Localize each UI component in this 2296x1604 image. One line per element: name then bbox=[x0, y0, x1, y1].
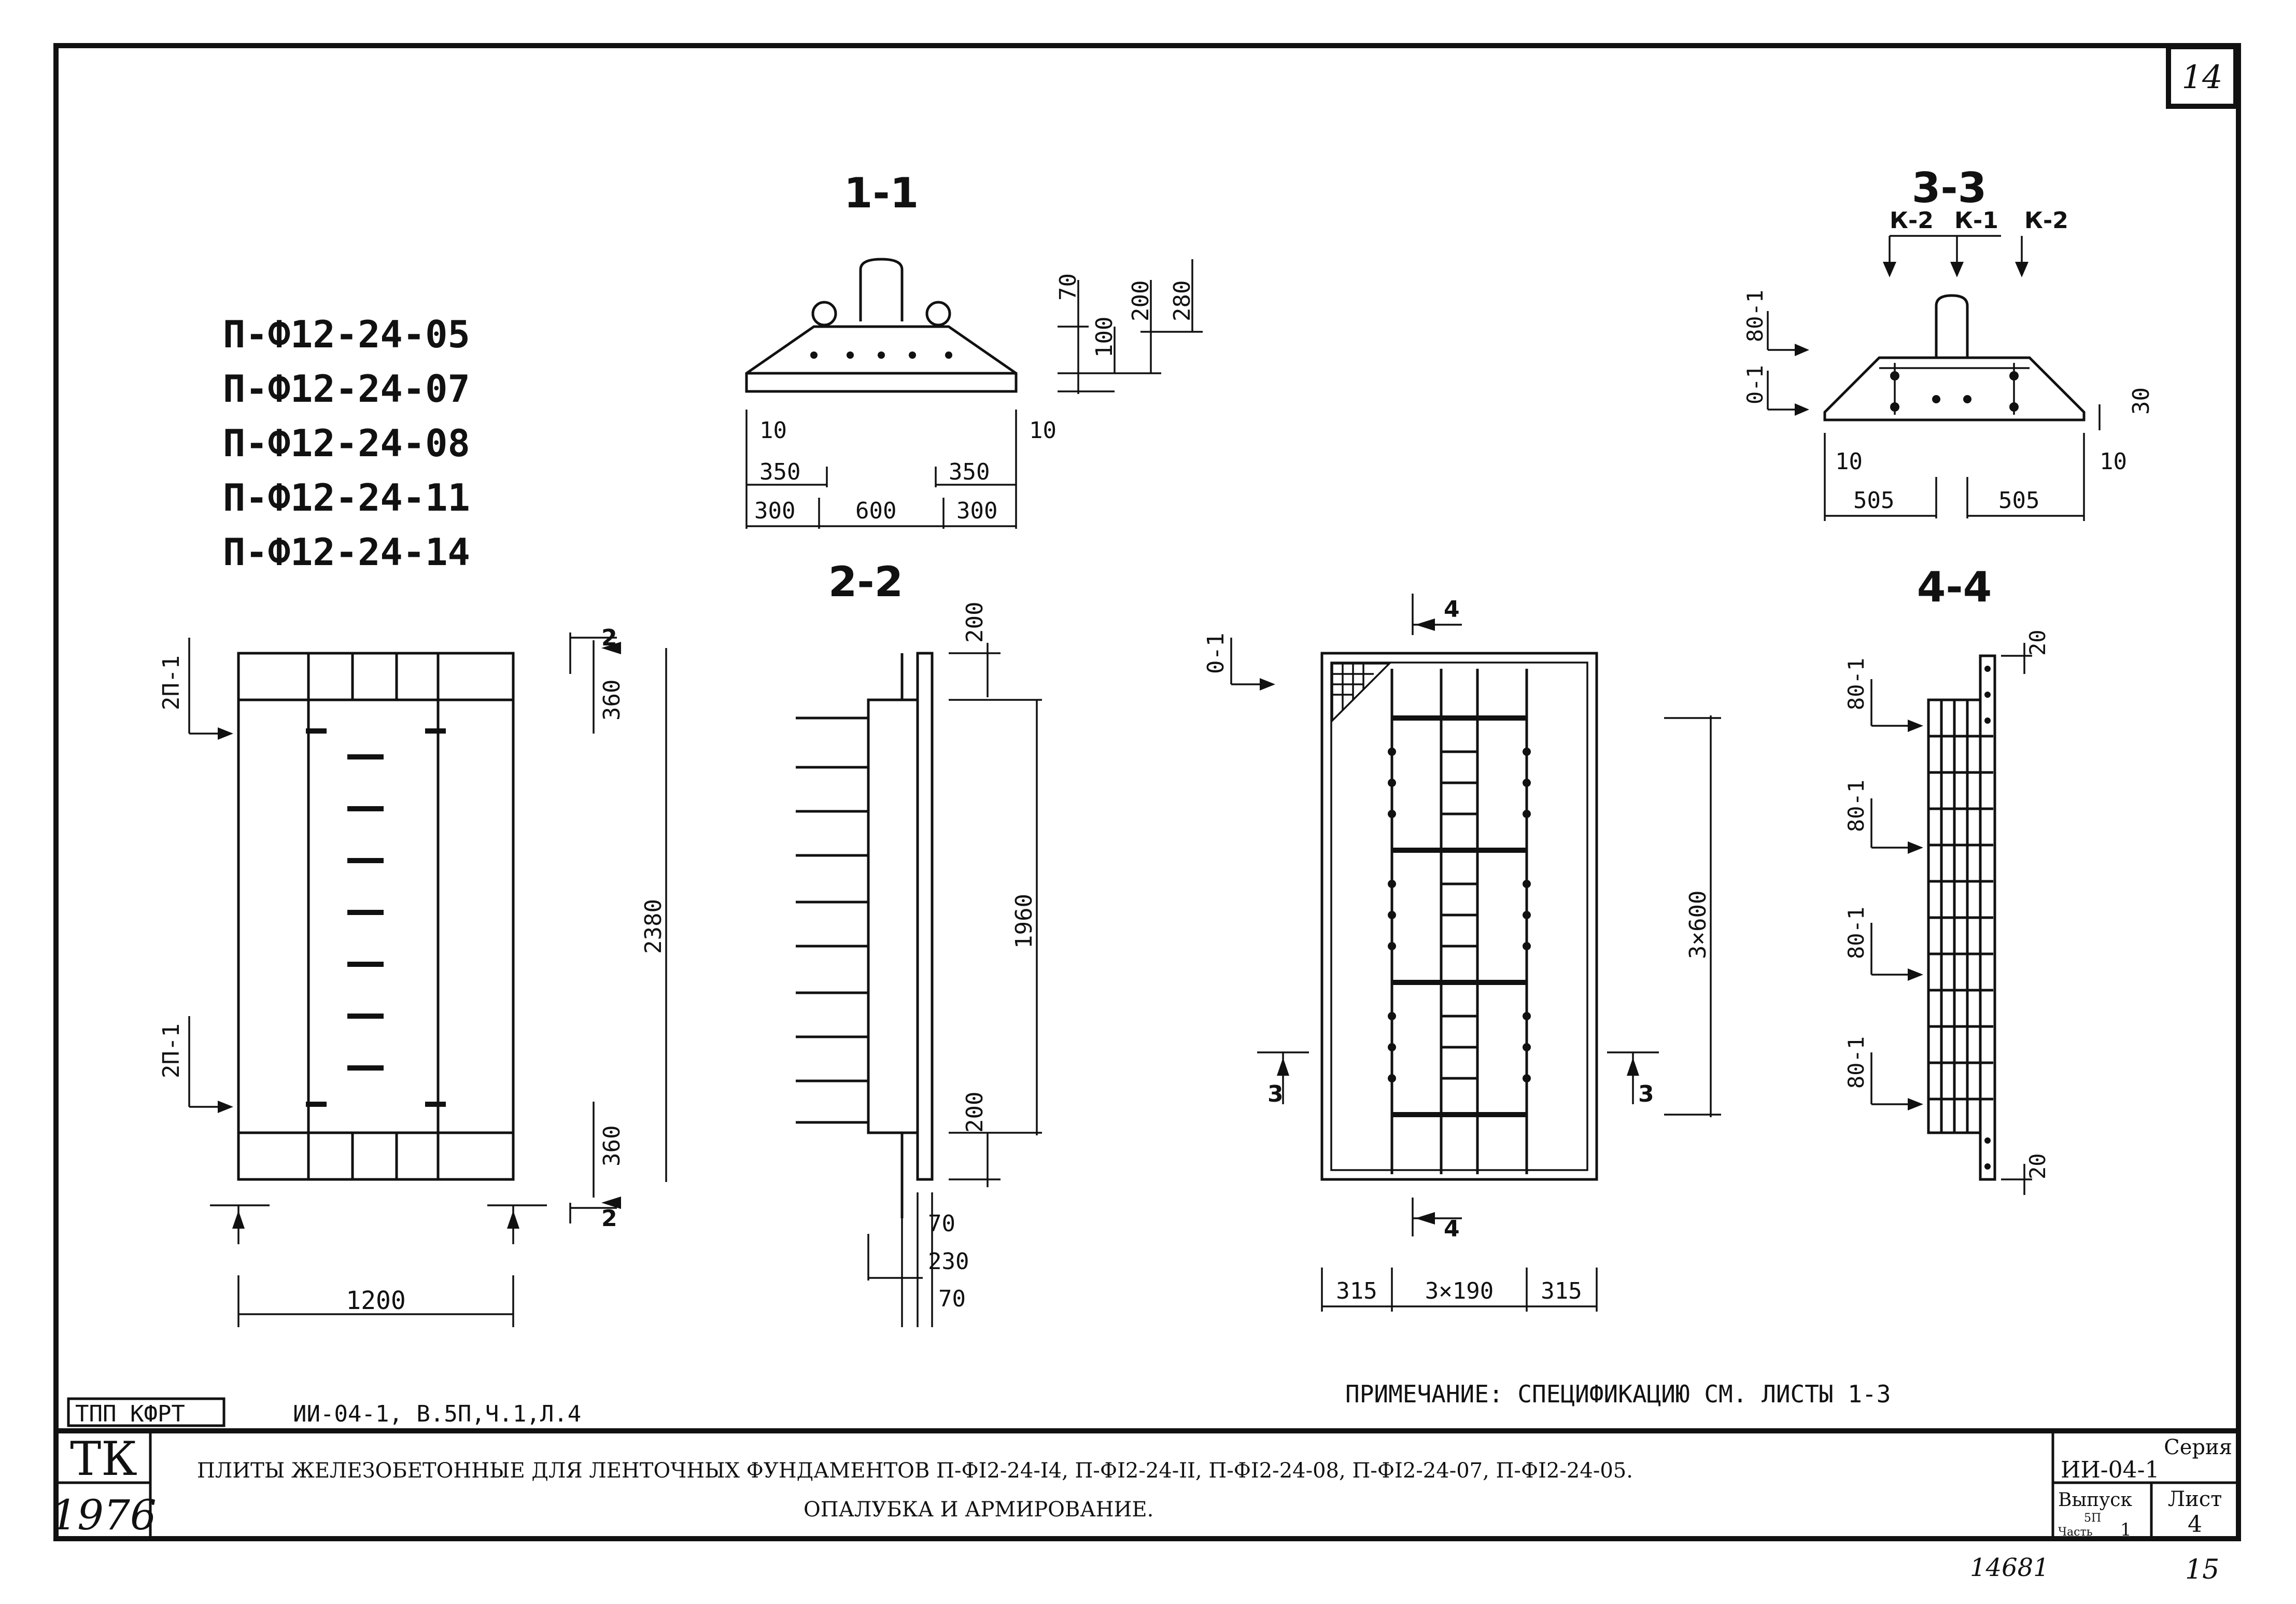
mark-label: 2П-1 bbox=[158, 1023, 185, 1078]
dimension-label: 230 bbox=[928, 1248, 969, 1275]
reinforcement-plan: 0-1 4 4 3 3 3×600 bbox=[1203, 594, 1721, 1312]
cut-label: 2 bbox=[601, 625, 617, 651]
section-title: 2-2 bbox=[828, 558, 904, 606]
mark-label: 80-1 bbox=[1843, 658, 1869, 710]
cut-label: 3 bbox=[1638, 1081, 1654, 1107]
dimension-label: 10 bbox=[1835, 448, 1863, 475]
mark-label: 80-1 bbox=[1843, 1036, 1869, 1089]
dimension-label: 20 bbox=[2025, 1153, 2050, 1179]
section-title: 1-1 bbox=[844, 169, 919, 217]
dimension-label: 30 bbox=[2128, 387, 2154, 415]
issue-label: Выпуск bbox=[2058, 1489, 2132, 1511]
dimension-label: 360 bbox=[599, 1125, 625, 1166]
title-line-2: ОПАЛУБКА И АРМИРОВАНИЕ. bbox=[804, 1498, 1153, 1522]
marker-label: К-2 bbox=[2024, 207, 2068, 234]
dimension-label: 100 bbox=[1091, 317, 1118, 358]
product-code: П-Ф12-24-05 bbox=[223, 313, 470, 356]
year: 1976 bbox=[51, 1491, 157, 1539]
product-code: П-Ф12-24-14 bbox=[223, 530, 470, 574]
product-code: П-Ф12-24-08 bbox=[223, 421, 470, 465]
dimension-label: 10 bbox=[1029, 417, 1057, 444]
dimension-label: 10 bbox=[2100, 448, 2127, 475]
dimension-label: 200 bbox=[962, 602, 988, 643]
cut-label: 2 bbox=[601, 1205, 617, 1232]
marker-label: К-1 bbox=[1954, 207, 1998, 234]
sheet-number: 14 bbox=[2182, 58, 2223, 96]
series-label: Серия bbox=[2164, 1436, 2232, 1459]
dimension-label: 505 bbox=[1853, 487, 1894, 514]
dimension-label: 10 bbox=[759, 417, 787, 444]
cut-label: 3 bbox=[1267, 1081, 1284, 1107]
dimension-label: 70 bbox=[1055, 273, 1081, 301]
note: ПРИМЕЧАНИЕ: СПЕЦИФИКАЦИЮ СМ. ЛИСТЫ 1-3 bbox=[1345, 1380, 1891, 1408]
org: ТК bbox=[70, 1432, 137, 1486]
dimension-label: 1960 bbox=[1011, 894, 1037, 949]
stamp-ref: ИИ-04-1, В.5П,Ч.1,Л.4 bbox=[293, 1401, 581, 1427]
product-code: П-Ф12-24-11 bbox=[223, 476, 470, 519]
mark-label: 2П-1 bbox=[158, 655, 185, 710]
dimension-label: 20 bbox=[2025, 629, 2050, 656]
inventory-number: 14681 bbox=[1970, 1553, 2049, 1582]
sheet-value: 4 bbox=[2188, 1511, 2202, 1538]
dimension-label: 70 bbox=[938, 1286, 966, 1312]
product-code: П-Ф12-24-07 bbox=[223, 367, 470, 411]
dimension-label: 300 bbox=[956, 498, 997, 524]
dimension-label: 3×190 bbox=[1425, 1278, 1494, 1304]
dimension-label: 350 bbox=[949, 459, 990, 485]
sheet-number-box bbox=[2166, 44, 2238, 109]
dimension-label: 200 bbox=[962, 1092, 988, 1133]
part-value: 1 bbox=[2120, 1519, 2132, 1540]
sheet-frame bbox=[53, 43, 2241, 1541]
plan-view: 2П-1 2П-1 2 2 360 2380 360 bbox=[158, 625, 667, 1327]
dimension-label: 70 bbox=[928, 1211, 955, 1237]
mark-label: 0-1 bbox=[1742, 365, 1768, 404]
dimension-label: 280 bbox=[1169, 280, 1195, 321]
dimension-label: 200 bbox=[1128, 280, 1154, 321]
mark-label: 80-1 bbox=[1843, 907, 1869, 959]
dimension-label: 350 bbox=[759, 459, 800, 485]
dimension-label: 3×600 bbox=[1685, 891, 1711, 959]
section-2-2: 2-2 200 1960 200 bbox=[796, 558, 1042, 1327]
dimension-label: 1200 bbox=[346, 1286, 406, 1315]
mark-label: 80-1 bbox=[1742, 290, 1768, 342]
cut-label: 4 bbox=[1444, 596, 1460, 623]
stamp-box-text: ТПП КФРТ bbox=[75, 1401, 185, 1427]
dimension-label: 360 bbox=[599, 680, 625, 721]
sheet-label: Лист bbox=[2168, 1487, 2222, 1511]
series-value: ИИ-04-1 bbox=[2061, 1457, 2159, 1483]
dimension-label: 600 bbox=[855, 498, 896, 524]
part-label: Часть bbox=[2058, 1526, 2093, 1539]
stamp: ТПП КФРТ ИИ-04-1, В.5П,Ч.1,Л.4 bbox=[67, 1397, 581, 1427]
section-4-4: 4-4 bbox=[1843, 563, 2050, 1195]
title-line-1: ПЛИТЫ ЖЕЛЕЗОБЕТОННЫЕ ДЛЯ ЛЕНТОЧНЫХ ФУНДА… bbox=[197, 1459, 1633, 1483]
issue-value: 5П bbox=[2084, 1512, 2101, 1525]
mark-label: 80-1 bbox=[1843, 780, 1869, 832]
dimension-label: 315 bbox=[1541, 1278, 1582, 1304]
mark-label: 0-1 bbox=[1203, 633, 1229, 674]
section-3-3: 3-3 К-2 К-1 К-2 bbox=[1742, 164, 2154, 521]
dimension-label: 300 bbox=[754, 498, 795, 524]
section-1-1: 1-1 70 100 200 280 bbox=[745, 169, 1203, 529]
section-title: 4-4 bbox=[1917, 563, 1992, 611]
dimension-label: 315 bbox=[1336, 1278, 1377, 1304]
marker-label: К-2 bbox=[1890, 207, 1934, 234]
dimension-label: 2380 bbox=[640, 899, 667, 954]
title-block: ТК 1976 ПЛИТЫ ЖЕЛЕЗОБЕТОННЫЕ ДЛЯ ЛЕНТОЧН… bbox=[51, 1428, 2238, 1540]
dimension-label: 505 bbox=[1998, 487, 2039, 514]
page-number: 15 bbox=[2185, 1554, 2219, 1585]
section-title: 3-3 bbox=[1912, 164, 1987, 212]
product-codes: П-Ф12-24-05 П-Ф12-24-07 П-Ф12-24-08 П-Ф1… bbox=[223, 313, 470, 574]
cut-label: 4 bbox=[1444, 1216, 1460, 1242]
